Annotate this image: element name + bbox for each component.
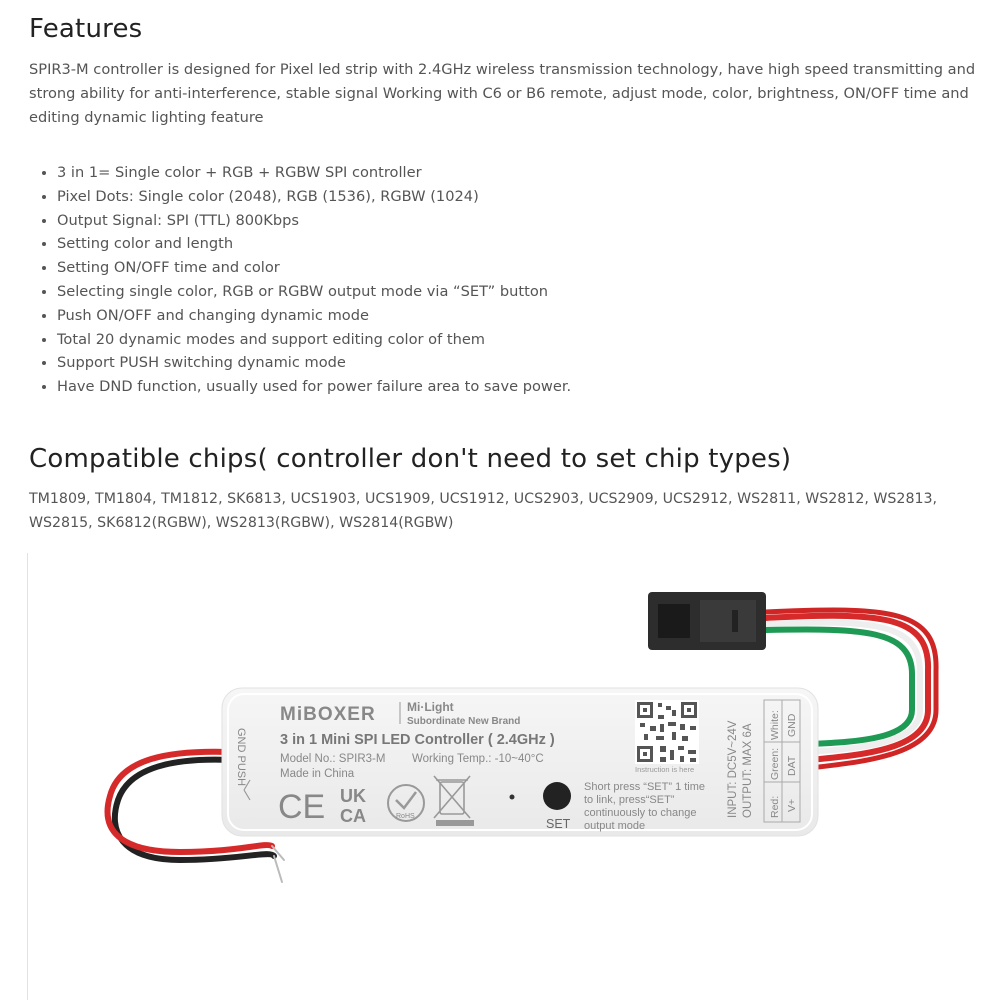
brand-logo: MiBOXER (280, 704, 376, 725)
ce-mark-icon: CE (278, 788, 325, 826)
list-item: Have DND function, usually used for powe… (57, 375, 571, 399)
output-rating: OUTPUT: MAX 6A (742, 723, 754, 818)
set-button[interactable] (543, 782, 571, 810)
power-cable (104, 748, 285, 883)
sub-brand-top: Mi·Light (407, 700, 454, 714)
sub-brand-bottom: Subordinate New Brand (407, 716, 520, 727)
features-description: SPIR3-M controller is designed for Pixel… (29, 61, 976, 126)
working-temp: Working Temp.: -10~40°C (412, 753, 544, 765)
wire-red-signal: V+ (786, 799, 798, 812)
rohs-icon: RoHS (387, 784, 425, 822)
wire-white-signal: GND (786, 713, 798, 737)
origin: Made in China (280, 768, 355, 780)
chips-list: TM1809, TM1804, TM1812, SK6813, UCS1903,… (29, 491, 938, 531)
features-list: 3 in 1= Single color + RGB + RGBW SPI co… (29, 161, 571, 399)
instruction-line: continuously to change (584, 807, 697, 819)
features-heading: Features (29, 14, 143, 44)
wire-green-signal: DAT (786, 755, 798, 776)
instruction-line: Short press “SET” 1 time (584, 781, 705, 793)
chips-heading: Compatible chips( controller don't need … (29, 444, 792, 474)
jst-connector (648, 592, 766, 650)
ukca-mark-lower: CA (340, 806, 366, 826)
product-name: 3 in 1 Mini SPI LED Controller ( 2.4GHz … (280, 732, 555, 748)
wire-red-label: Red: (769, 796, 781, 818)
instruction-line: to link, press“SET” (584, 794, 675, 806)
qr-caption: Instruction is here (635, 765, 694, 774)
divider (27, 553, 28, 1000)
list-item: Setting ON/OFF time and color (57, 256, 571, 280)
list-item: Setting color and length (57, 232, 571, 256)
list-item: Output Signal: SPI (TTL) 800Kbps (57, 209, 571, 233)
set-label: SET (546, 817, 571, 831)
wire-green-label: Green: (769, 748, 781, 780)
side-label: GND PUSH (235, 728, 247, 786)
switch-icon (243, 779, 251, 801)
model-number: Model No.: SPIR3-M (280, 753, 385, 765)
list-item: Total 20 dynamic modes and support editi… (57, 328, 571, 352)
list-item: Selecting single color, RGB or RGBW outp… (57, 280, 571, 304)
weee-bin-icon (433, 775, 474, 826)
qr-code-icon (635, 700, 699, 764)
svg-text:RoHS: RoHS (396, 813, 415, 820)
output-cable (763, 607, 939, 771)
instruction-line: output mode (584, 820, 645, 832)
wire-white-label: White: (769, 710, 781, 740)
list-item: Pixel Dots: Single color (2048), RGB (15… (57, 185, 571, 209)
pinout-table (763, 699, 801, 823)
input-rating: INPUT: DC5V~24V (727, 720, 739, 818)
ukca-mark-icon: UK (340, 786, 366, 806)
list-item: Support PUSH switching dynamic mode (57, 351, 571, 375)
product-image: GND PUSH MiBOXER Mi·Light Subordinate Ne… (104, 592, 939, 883)
led-indicator (509, 794, 515, 800)
list-item: 3 in 1= Single color + RGB + RGBW SPI co… (57, 161, 571, 185)
list-item: Push ON/OFF and changing dynamic mode (57, 304, 571, 328)
